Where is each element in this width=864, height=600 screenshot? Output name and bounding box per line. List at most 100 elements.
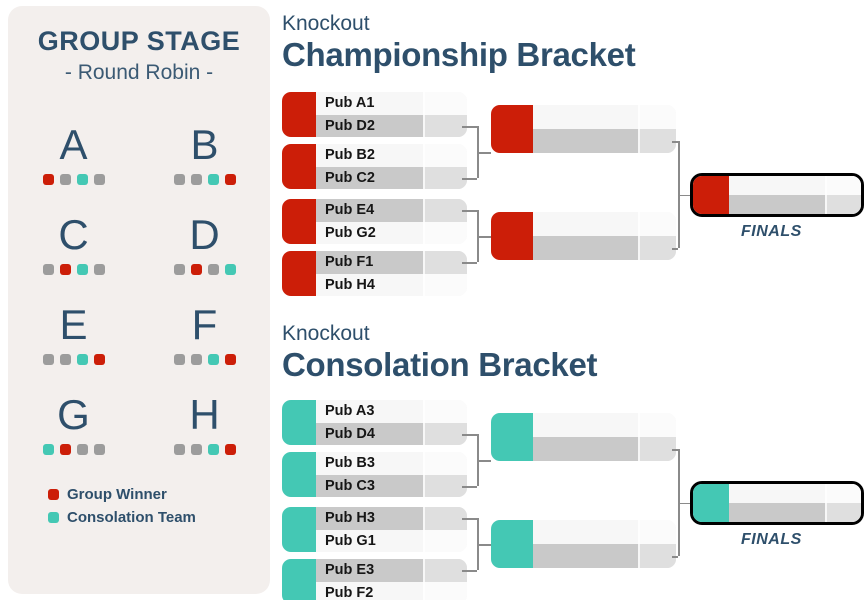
match-slot-top[interactable]: Pub E4 (316, 199, 467, 222)
match-score-cell[interactable] (423, 507, 467, 530)
match-slot-bottom[interactable]: Pub G2 (316, 221, 467, 244)
match-score-cell[interactable] (423, 199, 467, 222)
team-name: Pub G2 (325, 224, 376, 241)
match-score-cell[interactable] (423, 422, 467, 445)
match-score-cell[interactable] (638, 212, 676, 236)
match-score-cell[interactable] (423, 559, 467, 582)
match-semifinal-2[interactable] (491, 212, 676, 260)
match-score-cell[interactable] (423, 474, 467, 497)
match-slot-bottom[interactable]: Pub D2 (316, 114, 467, 137)
match-slot-top[interactable]: Pub F1 (316, 251, 467, 274)
match-accent-cap (282, 507, 316, 552)
match-score-cell[interactable] (638, 413, 676, 437)
match-final[interactable] (690, 172, 864, 217)
match-slot-bottom[interactable] (533, 437, 676, 461)
match-slot-bottom[interactable] (533, 544, 676, 568)
match-round1-3[interactable]: Pub H3 Pub G1 (282, 507, 467, 552)
connector-h (477, 544, 491, 546)
match-slot-bottom[interactable] (729, 502, 861, 522)
match-score-cell[interactable] (638, 437, 676, 461)
match-slot-bottom[interactable] (729, 194, 861, 214)
group-standings-dots (8, 174, 139, 185)
match-slot-top[interactable] (533, 212, 676, 236)
match-slot-bottom[interactable]: Pub D4 (316, 422, 467, 445)
match-score-cell[interactable] (423, 221, 467, 244)
match-slot-bottom[interactable]: Pub C3 (316, 474, 467, 497)
team-name: Pub A1 (325, 95, 375, 112)
match-slot-top[interactable] (533, 413, 676, 437)
match-slot-top[interactable]: Pub A1 (316, 92, 467, 115)
match-slot-bottom[interactable]: Pub H4 (316, 273, 467, 296)
team-name: Pub H3 (325, 510, 375, 527)
connector-h (477, 236, 491, 238)
consolation-kicker: Knockout (282, 322, 370, 345)
match-score-cell[interactable] (638, 520, 676, 544)
team-name: Pub C2 (325, 169, 375, 186)
match-semifinal-1[interactable] (491, 413, 676, 461)
match-score-cell[interactable] (423, 251, 467, 274)
group-letter: B (190, 121, 219, 168)
match-slot-bottom[interactable]: Pub C2 (316, 166, 467, 189)
match-accent-cap (491, 520, 533, 568)
match-slot-bottom[interactable] (533, 129, 676, 153)
match-score-cell[interactable] (825, 175, 861, 195)
group-letter: D (189, 211, 220, 258)
standing-dot-teal (76, 174, 88, 185)
connector-h (477, 152, 491, 154)
match-round1-1[interactable]: Pub A1 Pub D2 (282, 92, 467, 137)
match-slot-bottom[interactable]: Pub G1 (316, 529, 467, 552)
match-score-cell[interactable] (423, 273, 467, 296)
group-h: H (139, 388, 270, 478)
match-score-cell[interactable] (423, 92, 467, 115)
match-slot-top[interactable]: Pub H3 (316, 507, 467, 530)
match-slot-bottom[interactable] (533, 236, 676, 260)
standing-dot-gray (190, 444, 202, 455)
group-letter: G (57, 391, 90, 438)
match-score-cell[interactable] (423, 114, 467, 137)
match-score-cell[interactable] (423, 581, 467, 600)
match-slot-top[interactable]: Pub E3 (316, 559, 467, 582)
match-slot-top[interactable]: Pub A3 (316, 400, 467, 423)
match-slot-bottom[interactable]: Pub F2 (316, 581, 467, 600)
match-score-cell[interactable] (423, 452, 467, 475)
match-semifinal-2[interactable] (491, 520, 676, 568)
match-slot-top[interactable] (533, 520, 676, 544)
standing-dot-red (224, 354, 236, 365)
standing-dot-gray (42, 264, 54, 275)
match-score-cell[interactable] (638, 105, 676, 129)
match-accent-cap (491, 105, 533, 153)
match-score-cell[interactable] (423, 400, 467, 423)
match-slot-top[interactable]: Pub B2 (316, 144, 467, 167)
connector-h (462, 210, 477, 212)
match-score-cell[interactable] (423, 166, 467, 189)
consolation-bracket-section: Knockout Consolation Bracket (282, 322, 598, 384)
match-slot-top[interactable]: Pub B3 (316, 452, 467, 475)
match-score-cell[interactable] (825, 194, 861, 214)
match-slot-top[interactable] (729, 483, 861, 503)
match-round1-3[interactable]: Pub E4 Pub G2 (282, 199, 467, 244)
match-rows (533, 520, 676, 568)
match-round1-2[interactable]: Pub B2 Pub C2 (282, 144, 467, 189)
match-rows: Pub H3 Pub G1 (316, 507, 467, 552)
connector-h (678, 194, 692, 197)
match-score-cell[interactable] (825, 483, 861, 503)
match-final[interactable] (690, 480, 864, 525)
connector-h (462, 434, 477, 436)
match-score-cell[interactable] (825, 502, 861, 522)
match-semifinal-1[interactable] (491, 105, 676, 153)
match-rows: Pub E4 Pub G2 (316, 199, 467, 244)
connector-h (672, 141, 678, 143)
match-slot-top[interactable] (729, 175, 861, 195)
match-score-cell[interactable] (638, 236, 676, 260)
match-score-cell[interactable] (423, 529, 467, 552)
match-score-cell[interactable] (423, 144, 467, 167)
match-slot-top[interactable] (533, 105, 676, 129)
match-score-cell[interactable] (638, 129, 676, 153)
match-score-cell[interactable] (638, 544, 676, 568)
